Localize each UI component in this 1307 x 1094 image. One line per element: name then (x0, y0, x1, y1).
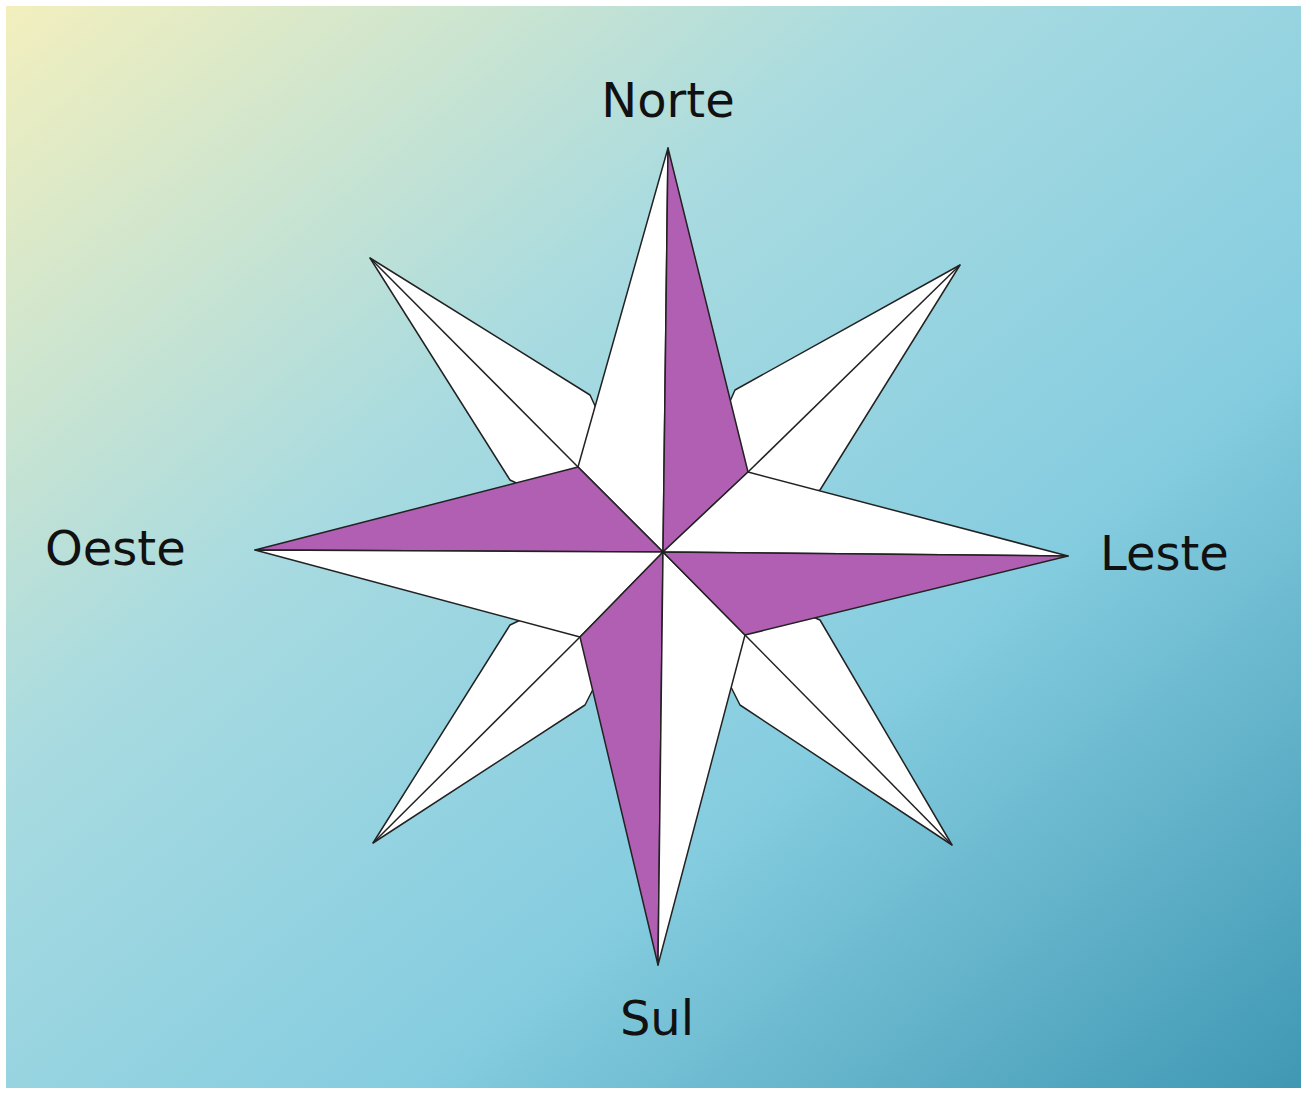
direction-label: Oeste (45, 524, 186, 572)
direction-label: Norte (601, 76, 734, 124)
direction-label: Leste (1100, 529, 1229, 577)
direction-label: Sul (620, 994, 694, 1042)
